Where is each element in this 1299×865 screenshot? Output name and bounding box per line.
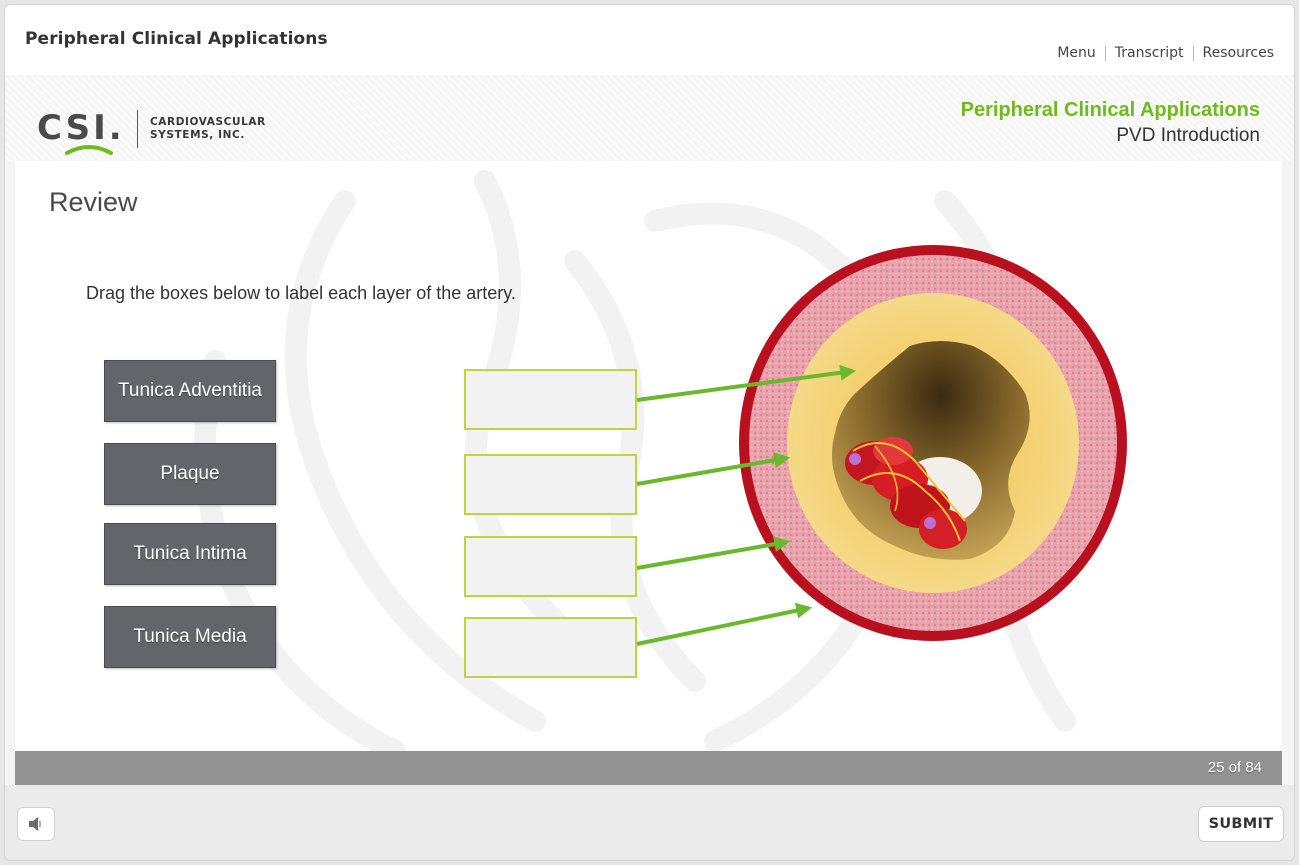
speaker-icon <box>29 817 41 831</box>
transcript-link[interactable]: Transcript <box>1114 45 1184 61</box>
csi-logo: CSI. CARDIOVASCULAR SYSTEMS, INC. <box>37 103 266 155</box>
artery-lumen <box>831 341 1030 560</box>
drop-target-2[interactable] <box>464 454 637 515</box>
pointer-arrow-3 <box>636 536 791 570</box>
artery-illustration <box>636 245 1127 646</box>
pointer-arrow-4 <box>636 602 813 646</box>
blood-clot <box>845 437 967 549</box>
nav-divider <box>1192 45 1194 61</box>
drag-box-tunica-adventitia[interactable]: Tunica Adventitia <box>104 360 276 422</box>
slide-counter: 25 of 84 <box>1207 759 1262 776</box>
drop-target-1[interactable] <box>464 369 637 430</box>
lesson-title: Peripheral Clinical Applications <box>960 99 1260 121</box>
drag-box-plaque[interactable]: Plaque <box>104 443 276 505</box>
drag-box-tunica-media[interactable]: Tunica Media <box>104 606 276 668</box>
logo-divider <box>137 110 138 148</box>
csi-logo-mark: CSI. <box>37 108 125 155</box>
player-frame: Peripheral Clinical Applications Menu Tr… <box>4 4 1295 861</box>
drop-target-3[interactable] <box>464 536 637 597</box>
progress-bar: 25 of 84 <box>15 751 1282 785</box>
slide-canvas: Review Drag the boxes below to label eac… <box>15 161 1282 755</box>
pointer-arrow-2 <box>636 452 791 486</box>
pointer-arrow-1 <box>636 364 857 402</box>
lesson-subtitle: PVD Introduction <box>1116 125 1260 146</box>
menu-link[interactable]: Menu <box>1057 45 1096 61</box>
drop-target-4[interactable] <box>464 617 637 678</box>
top-nav: Menu Transcript Resources <box>1057 45 1274 61</box>
submit-button[interactable]: SUBMIT <box>1198 806 1284 842</box>
header-band <box>5 75 1294 161</box>
course-title: Peripheral Clinical Applications <box>25 29 328 49</box>
resources-link[interactable]: Resources <box>1202 45 1275 61</box>
svg-text:CSI.: CSI. <box>37 108 125 148</box>
slide-title: Review <box>49 187 138 217</box>
drag-box-tunica-intima[interactable]: Tunica Intima <box>104 523 276 585</box>
instruction-text: Drag the boxes below to label each layer… <box>86 283 516 303</box>
audio-button[interactable] <box>17 807 55 841</box>
bottom-bar <box>5 785 1294 860</box>
company-name: CARDIOVASCULAR SYSTEMS, INC. <box>150 116 266 141</box>
nav-divider <box>1104 45 1106 61</box>
lesson-header: Peripheral Clinical Applications PVD Int… <box>961 99 1260 147</box>
top-bar: Peripheral Clinical Applications Menu Tr… <box>5 5 1294 75</box>
